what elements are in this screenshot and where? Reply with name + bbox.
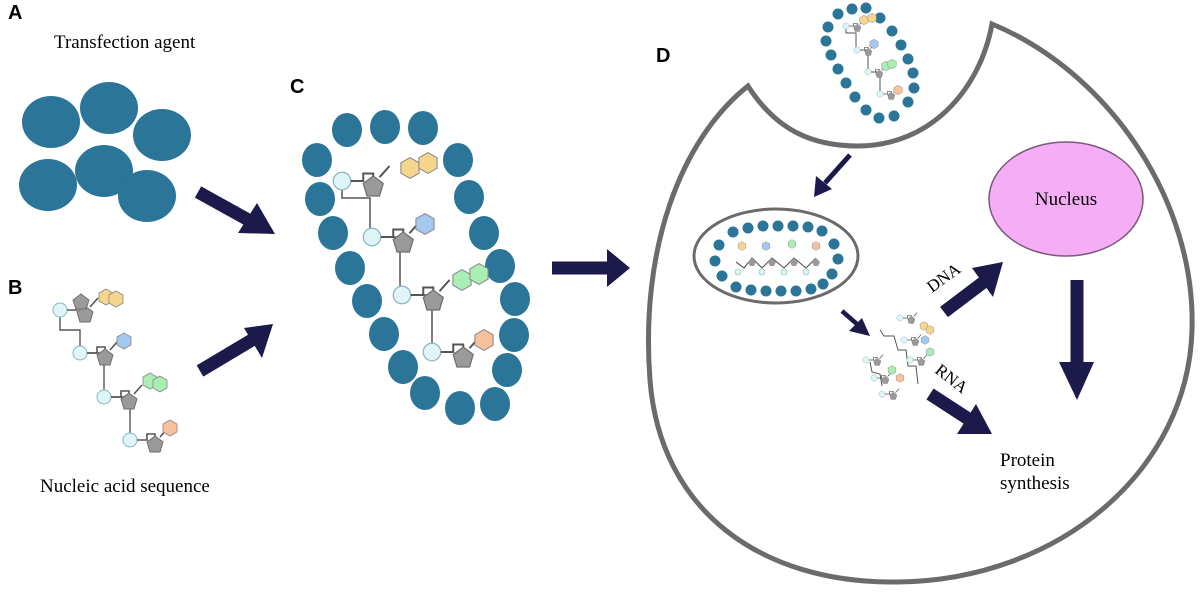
cell-membrane	[645, 20, 1195, 585]
panel-d: D	[645, 2, 1195, 585]
nucleic-acid-sequence-label: Nucleic acid sequence	[40, 476, 210, 497]
nucleic-acid-strand-c	[332, 152, 494, 368]
released-nucleic-acid	[862, 312, 935, 400]
panel-c-letter: C	[290, 76, 304, 98]
nucleus: Nucleus	[988, 141, 1144, 257]
arrow-b-to-c	[196, 324, 273, 377]
incoming-lipoplex	[820, 2, 920, 124]
transfection-agent-particles	[19, 82, 191, 222]
protein-synthesis-label-line2: synthesis	[1000, 473, 1070, 494]
panel-c: C	[290, 76, 630, 425]
arrow-c-to-d	[552, 249, 630, 287]
protein-synthesis-label-line1: Protein	[1000, 450, 1055, 471]
nucleic-acid-strand-b	[52, 288, 178, 453]
arrow-uptake	[814, 153, 852, 197]
nucleus-label: Nucleus	[1035, 189, 1097, 210]
panel-b-letter: B	[8, 277, 22, 299]
transfection-agent-label: Transfection agent	[54, 32, 196, 53]
endosome	[692, 207, 860, 305]
arrow-endosome-release	[840, 309, 870, 336]
arrow-nucleus-to-protein	[1059, 280, 1094, 400]
lipoplex-agent-shell	[302, 110, 530, 425]
panel-a-letter: A	[8, 2, 22, 24]
panel-a: A Transfection agent	[8, 2, 275, 234]
panel-d-letter: D	[656, 45, 670, 67]
arrow-a-to-c	[194, 186, 275, 234]
panel-b: B Nucleic acid sequence	[8, 277, 273, 497]
